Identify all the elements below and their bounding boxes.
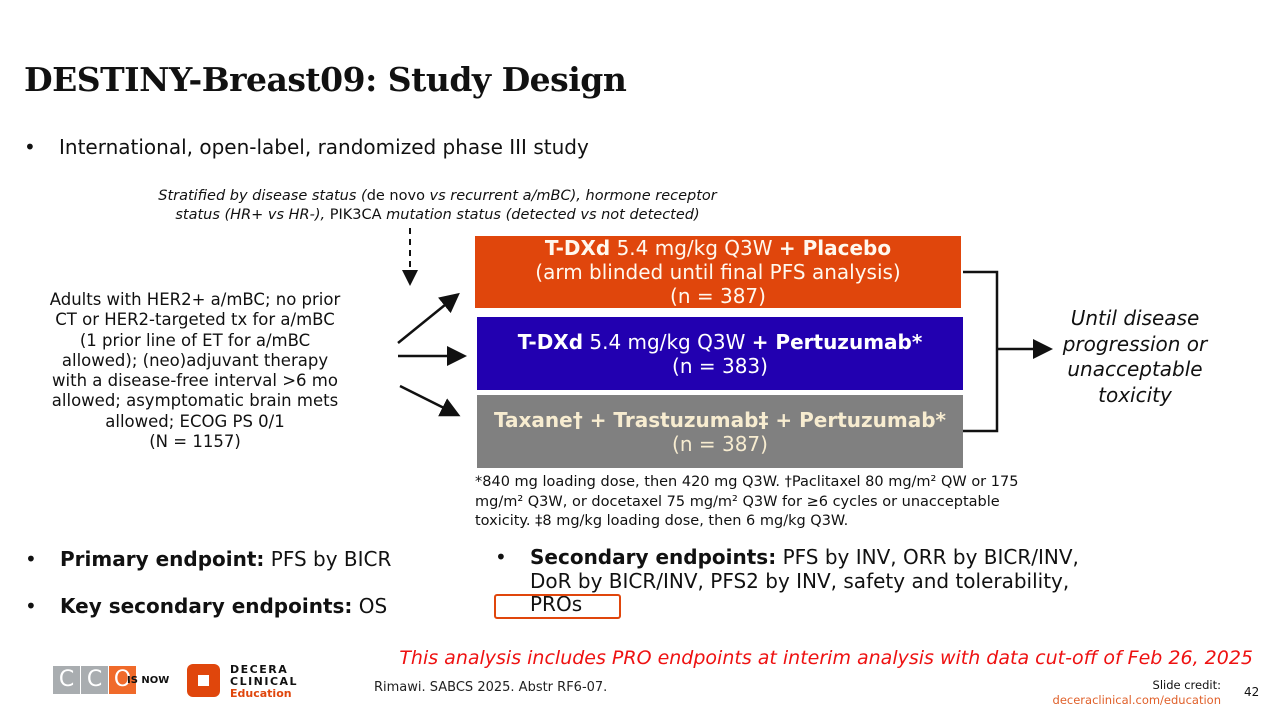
secondary-endpoints: Secondary endpoints: PFS by INV, ORR by … [495,545,1100,617]
primary-endpoint: Primary endpoint: PFS by BICR [25,547,392,571]
value: PFS by INV, ORR by BICR/INV, DoR by BICR… [530,545,1079,616]
until-line: progression or [1062,331,1208,356]
strat-text: de novo [366,188,425,204]
strat-text: Stratified by disease status ( [158,188,367,204]
footnote: *840 mg loading dose, then 420 mg Q3W. †… [475,473,1075,532]
arm-n: (n = 387) [672,431,768,456]
arm-n: (n = 383) [672,353,768,378]
population-line: CT or HER2-targeted tx for a/mBC [55,310,335,330]
arm-box-pertuzumab: T-DXd 5.4 mg/kg Q3W + Pertuzumab* (n = 3… [477,317,963,390]
pro-highlight-box [494,594,621,619]
strat-text: vs recurrent a/mBC), hormone receptor [424,188,717,204]
footnote-line: toxicity. ‡8 mg/kg loading dose, then 6 … [475,513,849,529]
arm-drug: T-DXd [517,329,584,354]
logo-text: Education [230,687,292,700]
pro-note: This analysis includes PRO endpoints at … [399,647,1253,669]
population-line: with a disease-free interval >6 mo [52,371,338,391]
arm-drug: Taxane† + Trastuzumab‡ + Pertuzumab* [493,407,947,432]
arrow-arm3 [399,384,461,417]
population-line: (N = 1157) [149,432,241,452]
until-line: unacceptable [1067,357,1203,381]
label: Key secondary endpoints: [60,594,353,618]
credit-link[interactable]: deceraclinical.com/education [1052,693,1221,707]
page-title: DESTINY-Breast09: Study Design [24,60,627,99]
population-line: allowed; ECOG PS 0/1 [105,411,285,431]
until-line: toxicity [1098,382,1172,407]
arm-box-placebo: T-DXd 5.4 mg/kg Q3W + Placebo (arm blind… [475,236,961,308]
arrow-arm1 [397,292,460,344]
arm-drug: T-DXd [544,236,611,260]
arm-dose: 5.4 mg/kg Q3W [610,236,779,260]
arm-note: (arm blinded until final PFS analysis) [535,260,901,284]
until-line: Until disease [1070,306,1200,330]
cco-logo: C C O [53,666,136,694]
strat-text: PIK3CA [329,207,382,223]
value: OS [352,594,388,618]
citation: Rimawi. SABCS 2025. Abstr RF6-07. [374,680,608,695]
decera-logo-text: DECERA CLINICAL Education [230,664,298,700]
arm-dose: 5.4 mg/kg Q3W [583,329,752,354]
population-line: allowed; asymptomatic brain mets [51,391,339,411]
strat-text: status (HR+ vs HR-), [175,207,330,223]
strat-text: mutation status (detected vs not detecte… [381,207,700,223]
label: Primary endpoint: [60,547,265,571]
population-line: allowed); (neo)adjuvant therapy [61,350,329,370]
footnote-line: *840 mg loading dose, then 420 mg Q3W. †… [475,474,1019,490]
until-text: Until disease progression or unacceptabl… [1040,306,1230,408]
is-now-label: IS NOW [127,675,170,686]
population-line: (1 prior line of ET for a/mBC [79,330,311,350]
arm-combo: + Pertuzumab* [751,329,923,354]
value: PFS by BICR [264,547,392,571]
key-secondary-endpoint: Key secondary endpoints: OS [25,594,388,618]
credit-label: Slide credit: [1152,678,1221,692]
logo-text: CLINICAL [230,675,299,688]
arm-box-taxane: Taxane† + Trastuzumab‡ + Pertuzumab* (n … [477,395,963,468]
page-number: 42 [1244,685,1260,699]
logo-text: DECERA [230,663,289,676]
slide-credit: Slide credit: deceraclinical.com/educati… [1053,678,1221,708]
bracket [963,270,999,433]
stratification-text: Stratified by disease status (de novo vs… [110,187,765,225]
label: Secondary endpoints: [530,545,777,569]
arm-n: (n = 387) [670,284,766,308]
design-bullet: International, open-label, randomized ph… [24,135,589,159]
population-text: Adults with HER2+ a/mBC; no prior CT or … [30,290,360,452]
footnote-line: mg/m² Q3W, or docetaxel 75 mg/m² Q3W for… [475,493,1000,510]
arm-combo: + Placebo [778,236,892,260]
decera-logo-icon [187,664,220,697]
population-line: Adults with HER2+ a/mBC; no prior [49,290,341,309]
